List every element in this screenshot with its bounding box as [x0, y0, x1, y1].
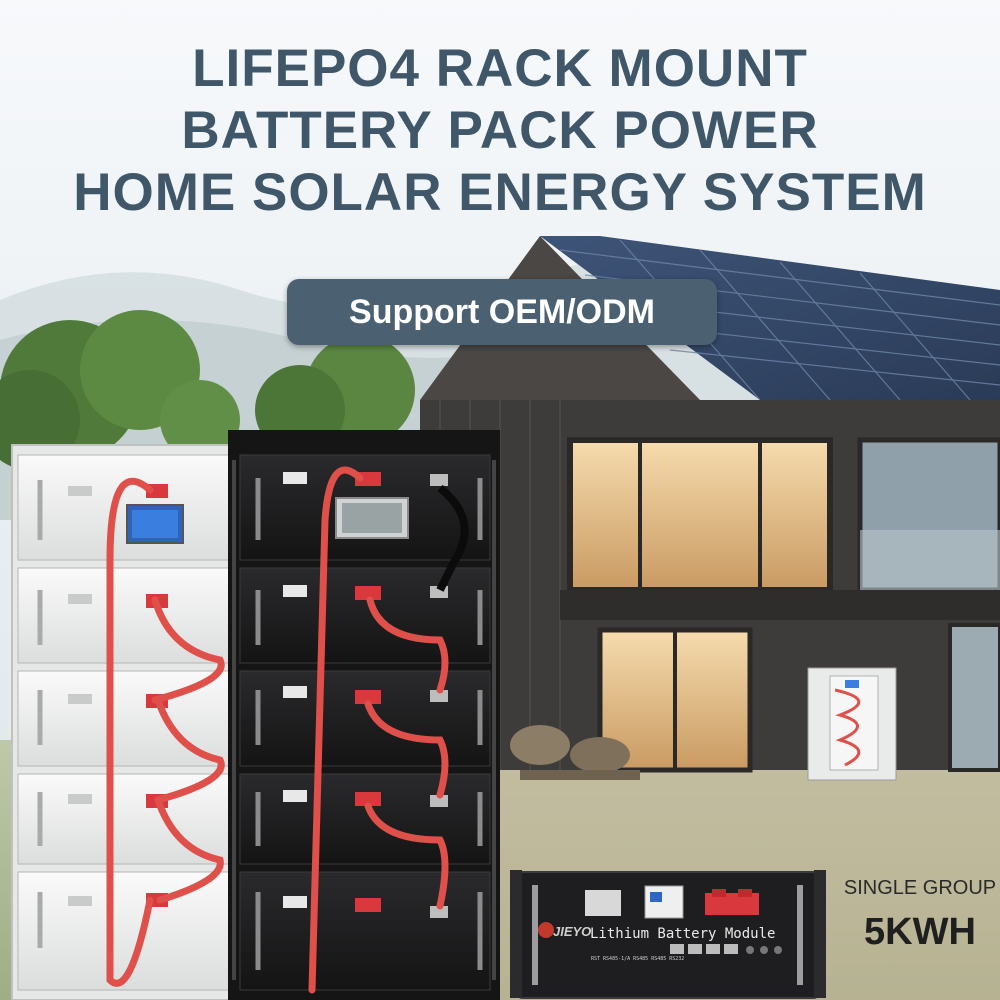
module-brand: JIEYO — [553, 924, 592, 939]
headline: LIFEPO4 RACK MOUNT BATTERY PACK POWER HO… — [0, 38, 1000, 224]
oem-odm-badge: Support OEM/ODM — [287, 279, 717, 345]
module-ports-label: RST RS485-1/A RS485 RS485 RS232 — [591, 956, 685, 962]
house — [420, 236, 1000, 781]
headline-line-1: LIFEPO4 RACK MOUNT — [192, 39, 808, 98]
black-battery-rack — [228, 430, 500, 1000]
capacity-label: 5KWH — [864, 911, 976, 953]
module-label: Lithium Battery Module — [590, 926, 776, 942]
headline-line-2: BATTERY PACK POWER — [181, 101, 819, 160]
headline-line-3: HOME SOLAR ENERGY SYSTEM — [73, 163, 927, 222]
single-group-label: SINGLE GROUP — [843, 877, 997, 899]
battery-module-photo — [510, 870, 826, 999]
white-battery-rack — [11, 444, 238, 1000]
